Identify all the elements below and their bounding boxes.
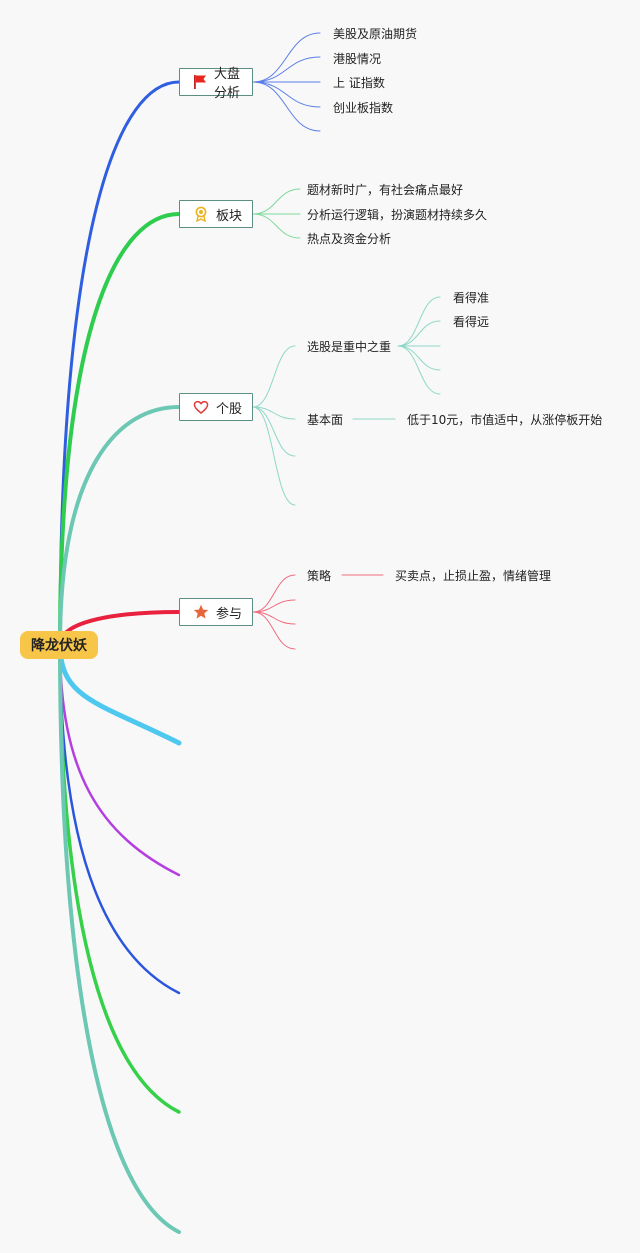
leaf-strategy-detail[interactable]: 买卖点，止损止盈，情绪管理 <box>395 569 552 583</box>
star-icon <box>192 603 210 621</box>
root-label: 降龙伏妖 <box>31 638 87 654</box>
branch-label: 板块 <box>216 208 243 224</box>
leaf-connector-selection-0 <box>397 296 441 347</box>
leaf-connector-participate-1 <box>252 599 296 613</box>
leaf-see-accurately[interactable]: 看得准 <box>453 291 490 305</box>
connector-empty-branch-1 <box>58 643 181 877</box>
heart-outline-icon <box>192 398 210 416</box>
leaf-new-theme[interactable]: 题材新时广，有社会痛点最好 <box>307 183 464 197</box>
leaf-connector-participate-0 <box>252 574 296 613</box>
connector-sector <box>58 212 181 647</box>
leaf-fundamentals-detail[interactable]: 低于10元，市值适中，从涨停板开始 <box>407 413 603 427</box>
award-ribbon-icon <box>192 205 210 223</box>
root-node[interactable]: 降龙伏妖 <box>20 631 98 659</box>
leaf-connector-stock-2 <box>252 406 296 457</box>
leaf-connector-selection-1 <box>397 320 441 347</box>
red-flag-icon <box>192 73 208 91</box>
leaf-connector-stock-3 <box>252 406 296 506</box>
connector-empty-branch-0 <box>57 642 182 746</box>
branch-market-analysis[interactable]: 大盘分析 <box>179 67 253 101</box>
connector-empty-branch-2 <box>58 643 181 995</box>
leaf-connector-selection-4 <box>397 345 441 395</box>
leaf-connector-participate-3 <box>252 611 296 650</box>
leaf-connector-sector-2 <box>252 213 301 239</box>
leaf-hk-stocks[interactable]: 港股情况 <box>333 52 382 66</box>
leaf-see-far[interactable]: 看得远 <box>453 315 490 329</box>
leaf-connector-market-0 <box>252 32 321 83</box>
leaf-connector-stock-0 <box>252 345 296 408</box>
leaf-connector-market-3 <box>252 81 321 108</box>
leaf-connector-stock-1 <box>252 406 296 420</box>
leaf-logic-analysis[interactable]: 分析运行逻辑，扮演题材持续多久 <box>307 208 488 222</box>
connector-individual-stock <box>58 405 181 647</box>
leaf-connector-market-1 <box>252 56 321 83</box>
branch-participate[interactable]: 参与 <box>179 598 253 626</box>
leaf-chinext-index[interactable]: 创业板指数 <box>333 101 394 115</box>
leaf-fundamentals[interactable]: 基本面 <box>307 413 344 427</box>
connector-empty-branch-4 <box>58 643 181 1234</box>
leaf-connector-selection-3 <box>397 345 441 371</box>
leaf-hotspot-funds[interactable]: 热点及资金分析 <box>307 232 392 246</box>
leaf-strategy[interactable]: 策略 <box>307 569 332 583</box>
connector-market-analysis <box>58 80 181 647</box>
branch-label: 个股 <box>216 401 243 417</box>
branch-label: 大盘分析 <box>214 67 241 101</box>
branch-sector[interactable]: 板块 <box>179 200 253 228</box>
leaf-connector-market-4 <box>252 81 321 132</box>
branch-label: 参与 <box>216 606 243 622</box>
leaf-connector-sector-0 <box>252 188 301 215</box>
leaf-us-stocks-oil[interactable]: 美股及原油期货 <box>333 27 418 41</box>
leaf-stock-selection[interactable]: 选股是重中之重 <box>307 340 392 354</box>
branch-individual-stock[interactable]: 个股 <box>179 393 253 421</box>
leaf-shanghai-index[interactable]: 上 证指数 <box>333 76 385 90</box>
